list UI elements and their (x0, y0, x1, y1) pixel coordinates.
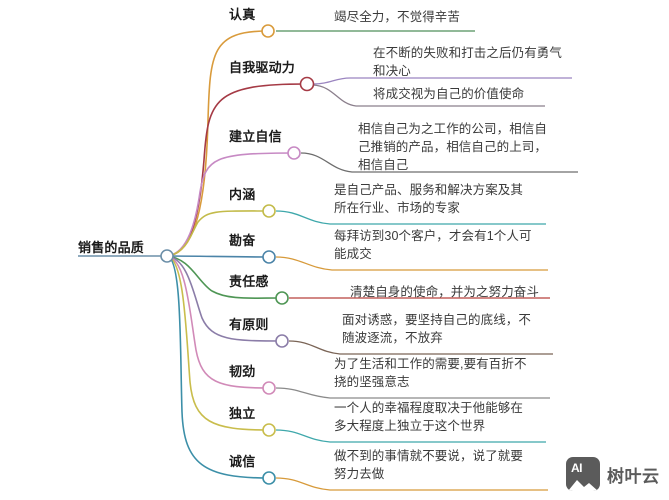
node-circle-root[interactable] (160, 249, 174, 263)
mountain-glyph (568, 480, 598, 491)
leaf-text-zerengan-0[interactable]: 清楚自身的使命，并为之努力奋斗 (350, 285, 540, 299)
node-circle-zerengan[interactable] (275, 291, 289, 305)
branch-label-renzhen[interactable]: 认真 (229, 7, 256, 22)
watermark: AI 树叶云 (566, 457, 660, 491)
leaf-text-jianlizixin-0[interactable]: 相信自己为之工作的公司，相信自 己推销的产品，相信自己的上司， 相信自己 (358, 122, 548, 173)
node-circle-neihan[interactable] (262, 204, 276, 218)
branch-label-ziwoqudongli[interactable]: 自我驱动力 (229, 60, 296, 75)
branch-label-neihan[interactable]: 内涵 (229, 187, 256, 202)
leaf-text-qinfen-0[interactable]: 每拜访到30个客户，才会有1个人可 能成交 (334, 229, 532, 262)
branch-label-chengxin[interactable]: 诚信 (229, 454, 256, 469)
branch-label-youyuanze[interactable]: 有原则 (229, 317, 269, 332)
node-circle-renzhen[interactable] (261, 24, 275, 38)
leaf-text-renzhen-0[interactable]: 竭尽全力，不觉得辛苦 (334, 10, 461, 24)
node-circle-duli[interactable] (262, 423, 276, 437)
node-circle-chengxin[interactable] (262, 471, 276, 485)
leaf-text-duli-0[interactable]: 一个人的幸福程度取决于他能够在 多大程度上独立于这个世界 (334, 401, 524, 434)
branch-label-duli[interactable]: 独立 (229, 406, 256, 421)
node-circle-youyuanze[interactable] (275, 334, 289, 348)
leaf-text-renjin-0[interactable]: 为了生活和工作的需要,要有百折不 挠的坚强意志 (334, 357, 527, 390)
leaf-text-neihan-0[interactable]: 是自己产品、服务和解决方案及其 所在行业、市场的专家 (334, 183, 524, 216)
node-circle-jianlizixin[interactable] (287, 146, 301, 160)
leaf-text-chengxin-0[interactable]: 做不到的事情就不要说，说了就要 努力去做 (334, 449, 524, 482)
leaf-text-youyuanze-0[interactable]: 面对诱惑，要坚持自己的底线，不 随波逐流，不放弃 (342, 313, 532, 346)
branch-label-zerengan[interactable]: 责任感 (229, 274, 269, 289)
leaf-text-ziwoqudongli-0[interactable]: 在不断的失败和打击之后仍有勇气 和决心 (373, 46, 563, 79)
leaf-text-ziwoqudongli-1[interactable]: 将成交视为自己的价值使命 (373, 87, 525, 101)
ai-badge-text: AI (571, 461, 583, 475)
ai-image-icon: AI (566, 457, 600, 491)
branch-label-jianlizixin[interactable]: 建立自信 (229, 129, 282, 144)
branch-label-renjin[interactable]: 韧劲 (229, 364, 256, 379)
brand-name: 树叶云 (607, 466, 660, 486)
branch-curve-ziwoqudongli (166, 83, 306, 257)
node-circle-qinfen[interactable] (262, 250, 276, 264)
node-circle-renjin[interactable] (262, 381, 276, 395)
branch-label-qinfen[interactable]: 勘奋 (229, 233, 256, 248)
root-node-label[interactable]: 销售的品质 (78, 240, 145, 255)
node-circle-ziwoqudongli[interactable] (299, 76, 315, 92)
branch-curve-qinfen (166, 255, 269, 258)
